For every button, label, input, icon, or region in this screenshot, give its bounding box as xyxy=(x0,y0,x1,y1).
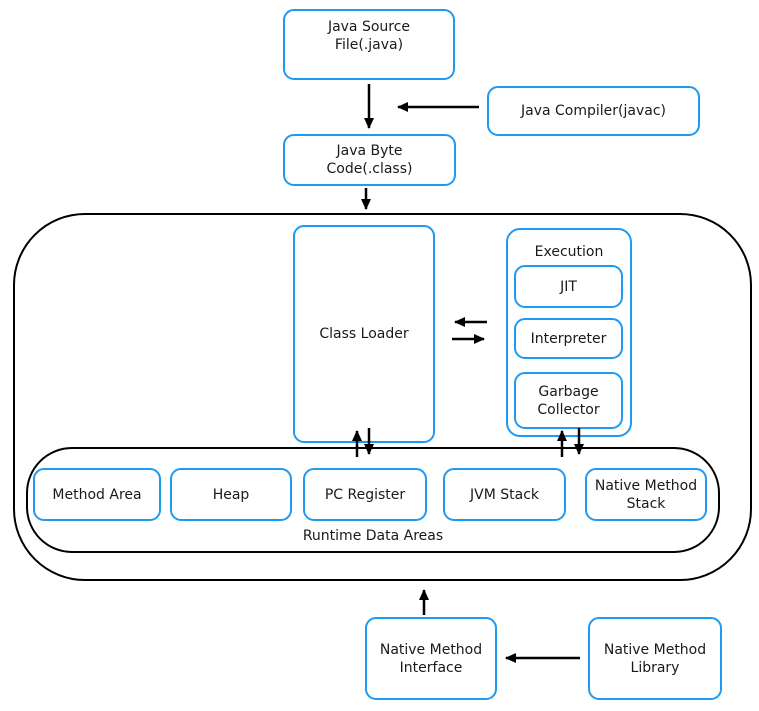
node-label-line: Java Source xyxy=(327,19,411,35)
node-class-loader: Class Loader xyxy=(293,225,435,443)
node-java-source-file: Java Source File(.java) xyxy=(283,9,455,80)
node-native-method-library: Native Method Library xyxy=(588,617,722,700)
node-interpreter: Interpreter xyxy=(514,318,623,359)
node-label-line: PC Register xyxy=(324,486,406,503)
node-method-area: Method Area xyxy=(33,468,161,521)
node-java-byte-code: Java Byte Code(.class) xyxy=(283,134,456,186)
node-label-line: Library xyxy=(630,659,680,676)
node-garbage-collector: Garbage Collector xyxy=(514,372,623,429)
node-label-line: File(.java) xyxy=(334,37,404,53)
node-label-line: Collector xyxy=(537,401,600,418)
node-label-line: Native Method xyxy=(603,641,707,658)
jvm-container xyxy=(13,213,752,581)
node-label-line: Java Compiler(javac) xyxy=(521,103,666,119)
node-label-line: Garbage xyxy=(538,383,599,400)
node-label-line: JIT xyxy=(560,278,577,295)
node-label-line: Native Method xyxy=(379,641,483,658)
node-label-line: Heap xyxy=(212,486,250,503)
node-label-line: Interpreter xyxy=(530,330,607,347)
node-label-line: Stack xyxy=(626,495,666,512)
node-label-line: Java Byte xyxy=(336,143,403,159)
node-native-method-stack: Native Method Stack xyxy=(585,468,707,521)
node-label-line: Class Loader xyxy=(319,326,409,342)
node-label-line: JVM Stack xyxy=(470,486,539,503)
node-java-compiler: Java Compiler(javac) xyxy=(487,86,700,136)
node-label-line: Interface xyxy=(399,659,463,676)
node-label-line: Method Area xyxy=(52,486,142,503)
node-heap: Heap xyxy=(170,468,292,521)
node-label-line: Execution xyxy=(534,244,604,260)
node-native-method-interface: Native Method Interface xyxy=(365,617,497,700)
node-label-line: Native Method xyxy=(594,477,698,494)
node-jit: JIT xyxy=(514,265,623,308)
node-pc-register: PC Register xyxy=(303,468,427,521)
node-jvm-stack: JVM Stack xyxy=(443,468,566,521)
node-label-line: Code(.class) xyxy=(326,161,413,177)
runtime-data-areas-label: Runtime Data Areas xyxy=(302,528,444,544)
